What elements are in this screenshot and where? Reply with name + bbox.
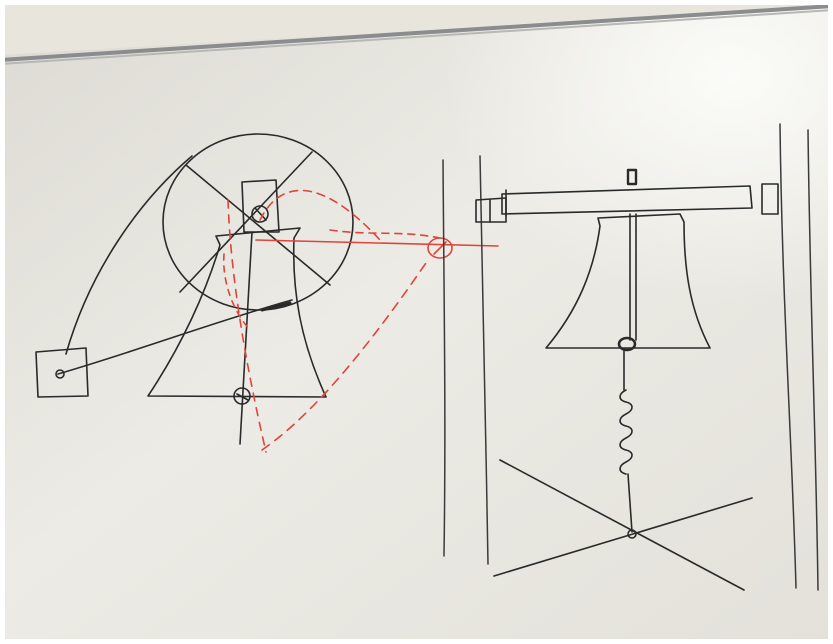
bell-rope — [65, 155, 193, 355]
wheel-spoke — [185, 164, 331, 286]
headstock-beam — [501, 185, 753, 215]
board-tray — [0, 4, 833, 62]
wall-line — [442, 159, 446, 557]
bell-body — [147, 227, 327, 398]
side-clapper — [617, 336, 637, 352]
wall-line — [807, 129, 819, 591]
clapper — [233, 387, 251, 405]
handle-block — [35, 347, 89, 398]
left-bell-diagram — [35, 133, 354, 445]
right-bell-diagram — [475, 168, 779, 591]
headstock-block — [241, 179, 280, 233]
floor-line — [493, 497, 753, 577]
axle-bearing — [251, 205, 269, 223]
wheel-spoke — [179, 151, 313, 293]
red-pivot-circle — [427, 237, 453, 259]
right-bearing — [761, 183, 779, 215]
spring — [619, 389, 633, 475]
left-bearing — [475, 197, 507, 223]
bell-centerline — [239, 231, 253, 445]
handle-knob — [55, 369, 65, 379]
wall-line — [779, 123, 797, 589]
bell-side — [545, 213, 711, 349]
wall-line — [479, 155, 489, 565]
floor-anchor — [627, 529, 637, 539]
wall-posts — [442, 123, 819, 591]
floor-line — [499, 459, 745, 591]
